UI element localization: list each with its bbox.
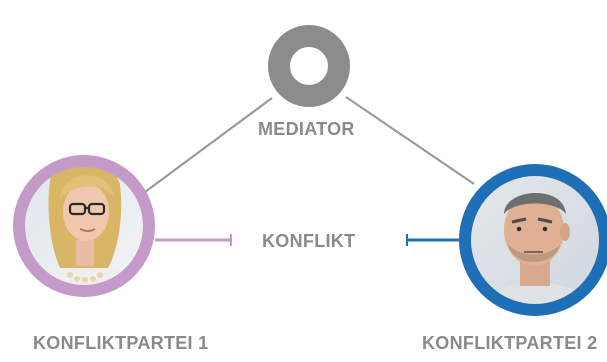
- connector-mediator-party2: [345, 96, 475, 185]
- mediator-ring-icon: [268, 25, 350, 107]
- conflict-connector-right: [406, 234, 466, 246]
- conflict-connector-left: [155, 234, 232, 246]
- party2-avatar: [459, 164, 607, 316]
- party1-label: KONFLIKTPARTEI 1: [33, 333, 209, 353]
- conflict-label: KONFLIKT: [262, 231, 356, 251]
- party2-label: KONFLIKTPARTEI 2: [422, 333, 598, 353]
- connector-mediator-party1: [144, 97, 273, 193]
- mediator-label: MEDIATOR: [258, 119, 355, 139]
- party1-avatar: [13, 155, 155, 297]
